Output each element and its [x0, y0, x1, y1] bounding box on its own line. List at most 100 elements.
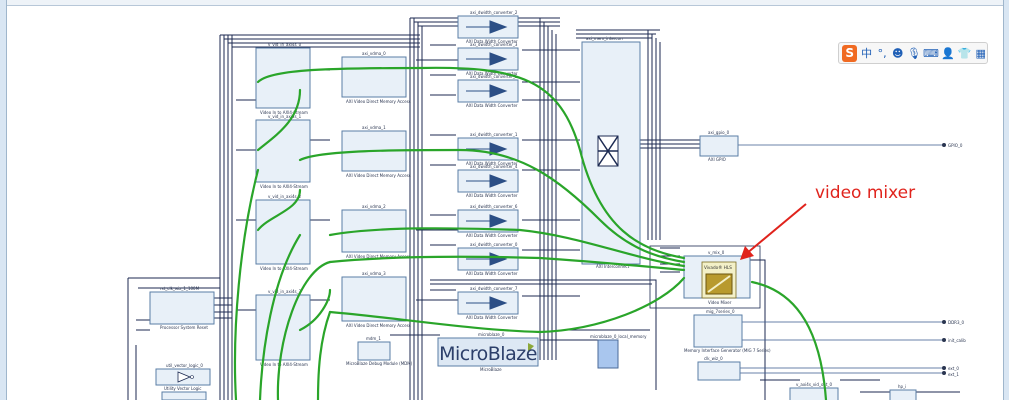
clk-wiz-block[interactable]: clk_wiz_0: [697, 356, 741, 381]
dwidth-converter-5[interactable]: axi_dwidth_converter_5 AXI Data Width Co…: [457, 74, 519, 108]
block-subtitle: AXI Data Width Converter: [466, 161, 518, 166]
converter-arrow-icon: [466, 52, 508, 66]
block-subtitle: AXI Video Direct Memory Access: [346, 173, 411, 178]
interconnect-crossbar-icon: [597, 135, 619, 167]
keyboard-icon[interactable]: ⌨: [923, 46, 939, 60]
microblaze-logo: MicroBlaze: [439, 343, 537, 365]
block-subtitle: AXI Video Direct Memory Access: [346, 254, 411, 259]
vid-out-block[interactable]: v_axi4s_vid_out_0: [789, 382, 839, 400]
sogou-logo-icon[interactable]: S: [842, 44, 858, 62]
block-title: axi_dwidth_converter_2: [470, 10, 518, 15]
block-title: microblaze_0_local_memory: [590, 334, 647, 339]
block-title: v_mix_0: [708, 250, 725, 255]
block-subtitle: AXI Data Width Converter: [466, 271, 518, 276]
block-subtitle: Video In to AXI4-Stream: [260, 362, 308, 367]
converter-arrow-icon: [466, 296, 508, 310]
block-subtitle: AXI Interconnect: [596, 264, 630, 269]
block-title: v_vid_in_axi4s_0: [268, 42, 302, 47]
gpio-port-label: GPIO_0: [948, 143, 963, 148]
external-ports: GPIO_0 DDR3_0 init_calib ext_0 ext_1: [942, 143, 966, 377]
block-title: axi_gpio_0: [708, 130, 730, 135]
microblaze-block[interactable]: microblaze_0 MicroBlaze: [437, 332, 539, 372]
ext-port-1-label: ext_1: [948, 372, 959, 377]
annotation-arrow: [740, 203, 807, 260]
block-title: microblaze_0: [478, 332, 505, 337]
grid-icon[interactable]: ▦: [975, 46, 986, 60]
block-subtitle: AXI Video Direct Memory Access: [346, 99, 411, 104]
init-calib-label: init_calib: [948, 338, 966, 343]
punctuation-icon[interactable]: °,: [877, 46, 887, 60]
emoji-icon[interactable]: ☻: [891, 46, 904, 60]
block-title: axi_vdma_1: [362, 125, 386, 130]
converter-arrow-icon: [466, 174, 508, 188]
hp-i-block[interactable]: hp_i: [889, 384, 917, 400]
video-mixer-block[interactable]: v_mix_0 Vivado® HLS Video Mixer: [649, 245, 761, 309]
block-title: axi_dwidth_converter_5: [470, 74, 518, 79]
block-title: mdm_1: [366, 336, 381, 341]
block-title: v_vid_in_axi4s_3: [268, 289, 302, 294]
dwidth-converter-0[interactable]: axi_dwidth_converter_0 AXI Data Width Co…: [457, 242, 519, 276]
block-title: clk_wiz_0: [704, 356, 723, 361]
block-title: axi_dwidth_converter_1: [470, 132, 518, 137]
hls-label: Vivado® HLS: [704, 265, 732, 270]
block-subtitle: Video In to AXI4-Stream: [260, 110, 308, 115]
vdma-block-0[interactable]: axi_vdma_0 AXI Video Direct Memory Acces…: [341, 51, 411, 104]
axi-mem-interconnect[interactable]: axi_mem_intercon AXI Interconnect: [581, 36, 641, 269]
bus-rails: [127, 17, 960, 400]
inverter-icon: [177, 371, 192, 383]
dwidth-converter-7[interactable]: axi_dwidth_converter_7 AXI Data Width Co…: [457, 286, 519, 320]
axi-gpio-block[interactable]: axi_gpio_0 AXI GPIO: [699, 130, 739, 162]
block-title: axi_mem_intercon: [586, 36, 623, 41]
dwidth-converter-4[interactable]: axi_dwidth_converter_4 AXI Data Width Co…: [457, 164, 519, 198]
block-title: hp_i: [898, 384, 906, 389]
converter-arrow-icon: [466, 142, 508, 156]
window-left-border: [0, 0, 7, 400]
processor-reset-block[interactable]: rst_clk_wiz_1_100M Processor System Rese…: [149, 286, 215, 330]
zhong-char-icon[interactable]: 中: [861, 46, 873, 60]
block-title: axi_dwidth_converter_6: [470, 204, 518, 209]
block-subtitle: Video In to AXI4-Stream: [260, 184, 308, 189]
block-title: axi_vdma_2: [362, 204, 386, 209]
block-subtitle: Utility Vector Logic: [164, 386, 202, 391]
block-title: axi_vdma_0: [362, 51, 386, 56]
block-subtitle: MicroBlaze: [480, 367, 502, 372]
block-subtitle: AXI Data Width Converter: [466, 193, 518, 198]
local-memory-block[interactable]: microblaze_0_local_memory: [590, 334, 647, 369]
block-title: axi_dwidth_converter_4: [470, 164, 518, 169]
microblaze-flame-icon: [528, 343, 534, 352]
block-subtitle: AXI Data Width Converter: [466, 71, 518, 76]
window-top-edge: [0, 0, 1009, 6]
dwidth-converter-6[interactable]: axi_dwidth_converter_6 AXI Data Width Co…: [457, 204, 519, 238]
microphone-icon[interactable]: 🎙: [907, 46, 921, 60]
converter-arrow-icon: [466, 214, 508, 228]
converter-arrow-icon: [466, 20, 508, 34]
block-subtitle: AXI Video Direct Memory Access: [346, 323, 411, 328]
ddr3-port-label: DDR3_0: [948, 320, 964, 325]
dwidth-converter-1[interactable]: axi_dwidth_converter_1 AXI Data Width Co…: [457, 132, 519, 166]
user-icon[interactable]: 👤: [940, 46, 955, 60]
block-title: v_vid_in_axi4s_2: [268, 194, 302, 199]
block-subtitle: AXI Data Width Converter: [466, 233, 518, 238]
block-title: util_vector_logic_0: [166, 363, 203, 368]
block-title: rst_clk_wiz_1_100M: [160, 286, 200, 291]
block-title: mig_7series_0: [706, 309, 735, 314]
block-subtitle: AXI Data Width Converter: [466, 315, 518, 320]
video-in-block-2[interactable]: v_vid_in_axi4s_2 Video In to AXI4-Stream: [255, 194, 311, 271]
ime-toolbar[interactable]: S 中 °, ☻ 🎙 ⌨ 👤 👕 ▦: [838, 42, 988, 64]
block-title: v_vid_in_axi4s_1: [268, 114, 302, 119]
dwidth-converter-2[interactable]: axi_dwidth_converter_2 AXI Data Width Co…: [457, 10, 519, 44]
video-in-block-1[interactable]: v_vid_in_axi4s_1 Video In to AXI4-Stream: [255, 114, 311, 189]
block-subtitle: Memory Interface Generator (MIG 7 Series…: [684, 348, 771, 353]
block-subtitle: AXI Data Width Converter: [466, 103, 518, 108]
skin-icon[interactable]: 👕: [957, 46, 972, 60]
block-subtitle: Processor System Reset: [160, 325, 208, 330]
annotation-label: video mixer: [815, 183, 916, 203]
util-vector-logic-block[interactable]: util_vector_logic_0 Utility Vector Logic: [155, 363, 211, 400]
block-subtitle: AXI GPIO: [708, 157, 726, 162]
mig-7series-block[interactable]: mig_7series_0 Memory Interface Generator…: [684, 309, 771, 353]
block-title: axi_dwidth_converter_3: [470, 42, 518, 47]
ext-port-0-label: ext_0: [948, 366, 959, 371]
mdm-block[interactable]: mdm_1 MicroBlaze Debug Module (MDM): [346, 336, 413, 366]
block-title: v_axi4s_vid_out_0: [796, 382, 832, 387]
